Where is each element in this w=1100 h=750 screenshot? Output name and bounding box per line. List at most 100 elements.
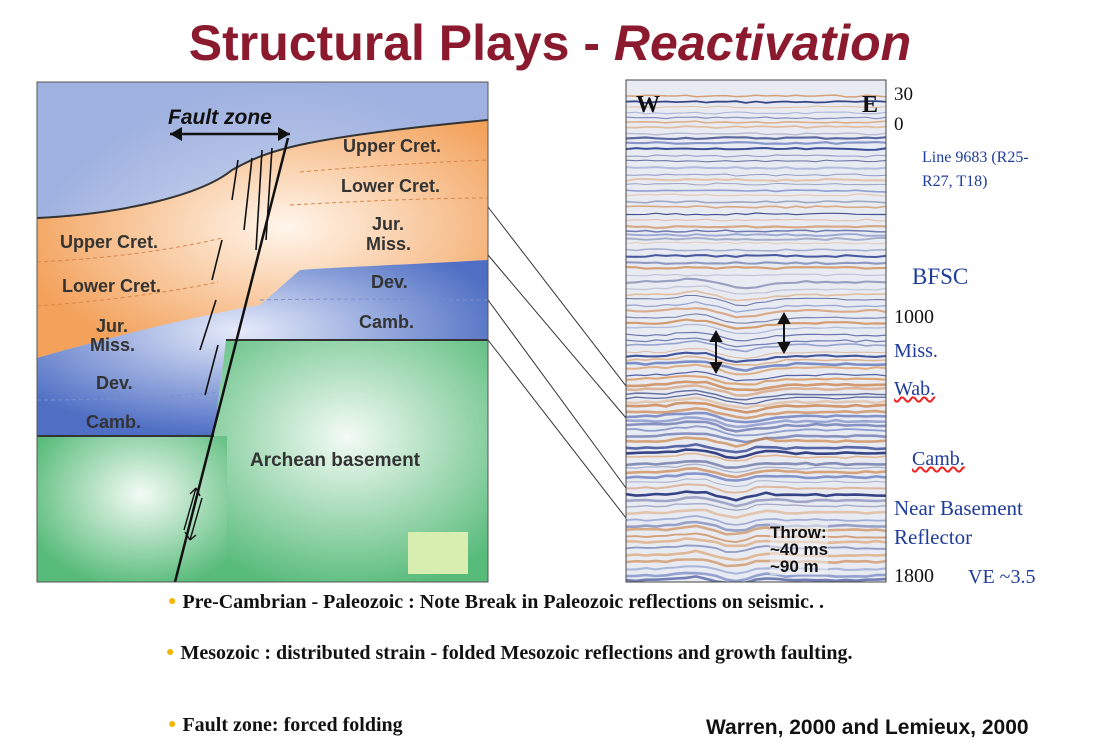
reflector-line [626, 420, 886, 433]
reflector-line [626, 154, 886, 158]
reflector-line [626, 339, 886, 353]
near-basement-2: Reflector [894, 525, 973, 549]
reflector-line [626, 448, 886, 460]
reflector-line [626, 495, 886, 508]
title-main: Structural Plays - [188, 15, 614, 71]
reflector-line [626, 515, 886, 526]
reflector-line [626, 442, 886, 454]
blue-layer [37, 260, 488, 436]
basement-left [37, 436, 227, 582]
bullet-2: ●Mesozoic : distributed strain - folded … [166, 640, 926, 666]
near-basement-1: Near Basement [894, 496, 1023, 520]
camb-label: Camb. [912, 448, 965, 470]
right-miss: Miss. [366, 234, 412, 254]
line-id: Line 9683 (R25- R27, T18) [922, 146, 1029, 194]
bullet-3-text: Fault zone: forced folding [182, 714, 403, 736]
reflector-line [626, 265, 886, 270]
bullet-1-text: Pre-Cambrian - Paleozoic : Note Break in… [182, 591, 824, 613]
splay-faults [199, 147, 273, 396]
reflector-line [626, 229, 886, 233]
left-lower-cret: Lower Cret. [62, 276, 162, 296]
reflector-line [626, 224, 886, 229]
bfsc-label: BFSC [912, 264, 969, 289]
reflector-line [626, 411, 886, 424]
reflector-line [626, 307, 886, 319]
reflector-line [626, 105, 886, 109]
reflector-line [626, 452, 886, 462]
reflector-line [626, 565, 886, 575]
left-camb: Camb. [86, 412, 142, 432]
reflector-line [626, 384, 886, 397]
right-camb: Camb. [359, 312, 415, 332]
reference-citation: Warren, 2000 and Lemieux, 2000 [706, 716, 1029, 739]
reflector-line [626, 94, 886, 98]
reflector-line [626, 100, 886, 104]
reflector-line [626, 173, 886, 177]
reflector-line [626, 218, 886, 222]
reflector-line [626, 116, 886, 120]
east-label: E [862, 92, 879, 118]
reflector-line [626, 463, 886, 474]
reflector-line [626, 537, 886, 548]
reflector-line [626, 355, 886, 366]
reflector-line [626, 253, 886, 259]
right-upper-cret: Upper Cret. [343, 136, 442, 156]
title-italic: Reactivation [613, 15, 912, 71]
basement-block [175, 340, 488, 582]
bullet-3: ●Fault zone: forced folding [168, 712, 668, 738]
time-1000: 1000 [894, 306, 934, 328]
right-jur: Jur. [372, 214, 405, 234]
line-id-2: R27, T18) [922, 173, 988, 190]
reflector-line [626, 544, 886, 553]
reflector-line [626, 261, 886, 265]
time-1800: 1800 [894, 565, 934, 587]
west-label: W [636, 92, 660, 118]
reflector-line [626, 524, 886, 536]
reflector-line [626, 467, 886, 479]
reflector-line [626, 200, 886, 204]
fault-zone-label: Fault zone [168, 106, 272, 129]
left-upper-cret: Upper Cret. [60, 232, 159, 252]
reflector-line [626, 120, 886, 124]
line-id-1: Line 9683 (R25- [922, 149, 1029, 166]
main-fault [173, 137, 290, 582]
reflector-line [626, 575, 886, 582]
bullet-1: ●Pre-Cambrian - Paleozoic : Note Break i… [168, 589, 1008, 615]
reflector-line [626, 301, 886, 313]
reflector-line [626, 532, 886, 543]
reflector-line [626, 472, 886, 482]
reflector-line [626, 193, 886, 197]
reflector-line [626, 425, 886, 437]
reflector-line [626, 396, 886, 410]
right-lower-cret: Lower Cret. [341, 176, 441, 196]
reflector-line [626, 360, 886, 372]
left-miss: Miss. [90, 335, 136, 355]
left-dev: Dev. [96, 373, 133, 393]
reflector-line [626, 189, 886, 193]
reflector-line [626, 389, 886, 401]
archean-basement-label: Archean basement [250, 450, 421, 471]
ve-label: VE ~3.5 [968, 566, 1036, 588]
time-0: 0 [894, 114, 904, 135]
wab-label: Wab. [894, 378, 936, 400]
reflector-line [626, 393, 886, 405]
reflector-line [626, 478, 886, 488]
reflector-line [626, 331, 886, 342]
reflector-line [626, 459, 886, 469]
reflector-line [626, 136, 886, 140]
reflector-line [626, 237, 886, 241]
reflector-line [626, 483, 886, 494]
throw-label: Throw: ~40 ms ~90 m [770, 524, 829, 576]
throw-m: ~90 m [770, 557, 819, 576]
reflector-line [626, 294, 886, 307]
reflector-line [626, 363, 886, 376]
seismic-reflectors [626, 94, 886, 582]
reflector-line [626, 273, 886, 277]
reflector-line [626, 289, 886, 302]
reflector-line [626, 558, 886, 568]
reflector-line [626, 401, 886, 414]
reflector-line [626, 177, 886, 183]
reflector-line [626, 146, 886, 151]
page-title: Structural Plays - Reactivation [0, 14, 1100, 72]
